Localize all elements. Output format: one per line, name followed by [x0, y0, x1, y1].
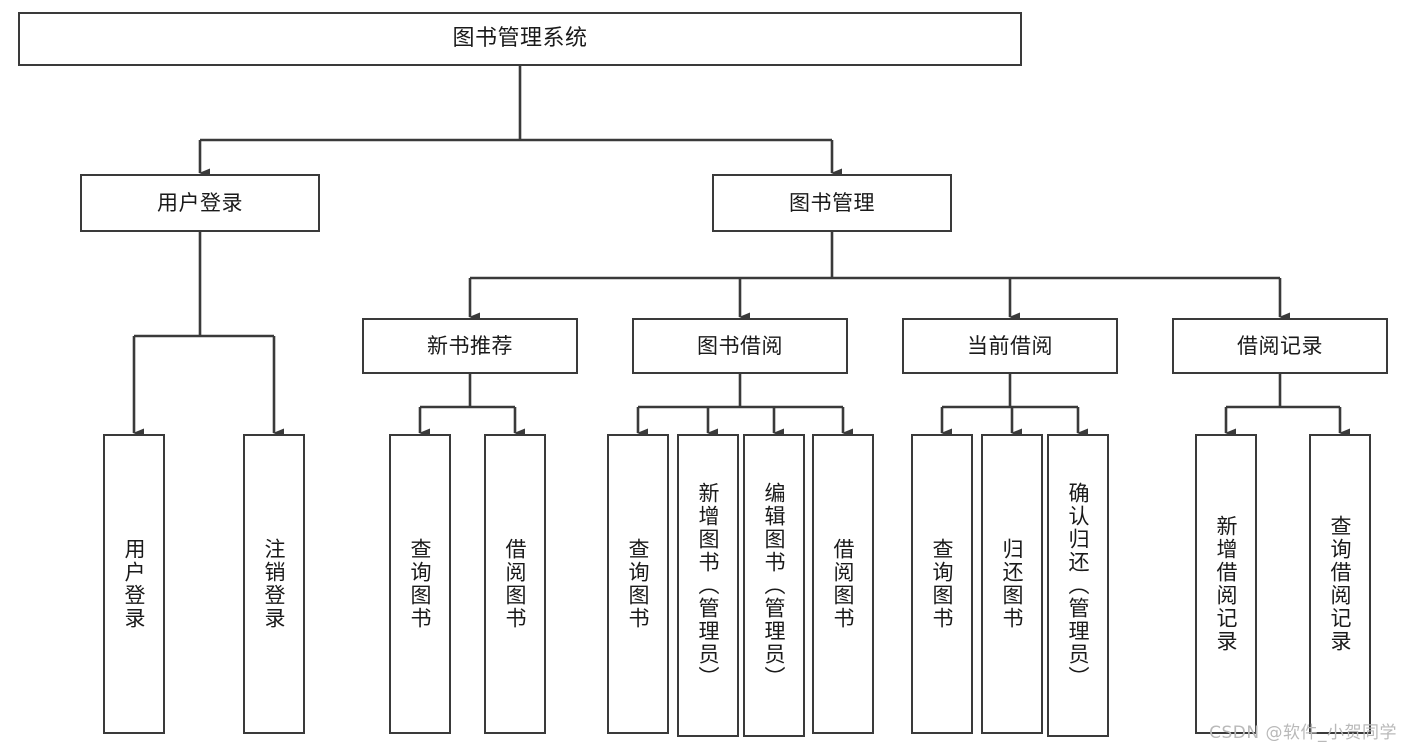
node-user-login[interactable]: 用户登录	[80, 174, 320, 232]
node-leaf-edit-book[interactable]: 编辑图书（管理员）	[743, 434, 805, 737]
node-book-manage[interactable]: 图书管理	[712, 174, 952, 232]
node-root-label: 图书管理系统	[452, 26, 588, 52]
node-new-book-rec-label: 新书推荐	[427, 333, 513, 358]
node-leaf-confirm-return[interactable]: 确认归还（管理员）	[1047, 434, 1109, 737]
node-leaf-query-book-3-label: 查询图书	[930, 538, 955, 630]
node-leaf-add-record-label: 新增借阅记录	[1214, 515, 1239, 653]
node-current-borrow[interactable]: 当前借阅	[902, 318, 1118, 374]
node-leaf-query-book-2[interactable]: 查询图书	[607, 434, 669, 734]
node-leaf-edit-book-label: 编辑图书（管理员）	[762, 482, 787, 689]
node-leaf-query-book-3[interactable]: 查询图书	[911, 434, 973, 734]
node-leaf-user-login-label: 用户登录	[122, 538, 147, 630]
node-user-login-label: 用户登录	[157, 190, 243, 215]
node-leaf-query-record-label: 查询借阅记录	[1328, 515, 1353, 653]
node-book-borrow[interactable]: 图书借阅	[632, 318, 848, 374]
node-borrow-record[interactable]: 借阅记录	[1172, 318, 1388, 374]
node-leaf-borrow-book-1[interactable]: 借阅图书	[484, 434, 546, 734]
node-leaf-user-logout-label: 注销登录	[262, 538, 287, 630]
node-leaf-query-book-1-label: 查询图书	[408, 538, 433, 630]
node-leaf-query-record[interactable]: 查询借阅记录	[1309, 434, 1371, 734]
node-leaf-borrow-book-2-label: 借阅图书	[831, 538, 856, 630]
node-leaf-add-book-label: 新增图书（管理员）	[696, 482, 721, 689]
node-leaf-add-book[interactable]: 新增图书（管理员）	[677, 434, 739, 737]
node-leaf-borrow-book-1-label: 借阅图书	[503, 538, 528, 630]
node-book-manage-label: 图书管理	[789, 190, 875, 215]
node-leaf-user-logout[interactable]: 注销登录	[243, 434, 305, 734]
node-leaf-query-book-2-label: 查询图书	[626, 538, 651, 630]
node-leaf-return-book[interactable]: 归还图书	[981, 434, 1043, 734]
node-new-book-rec[interactable]: 新书推荐	[362, 318, 578, 374]
node-leaf-query-book-1[interactable]: 查询图书	[389, 434, 451, 734]
node-leaf-return-book-label: 归还图书	[1000, 538, 1025, 630]
node-book-borrow-label: 图书借阅	[697, 333, 783, 358]
watermark: CSDN @软件_小贺同学	[1209, 723, 1397, 743]
node-leaf-add-record[interactable]: 新增借阅记录	[1195, 434, 1257, 734]
node-current-borrow-label: 当前借阅	[967, 333, 1053, 358]
node-leaf-confirm-return-label: 确认归还（管理员）	[1066, 482, 1091, 689]
node-root[interactable]: 图书管理系统	[18, 12, 1022, 66]
node-borrow-record-label: 借阅记录	[1237, 333, 1323, 358]
node-leaf-borrow-book-2[interactable]: 借阅图书	[812, 434, 874, 734]
node-leaf-user-login[interactable]: 用户登录	[103, 434, 165, 734]
